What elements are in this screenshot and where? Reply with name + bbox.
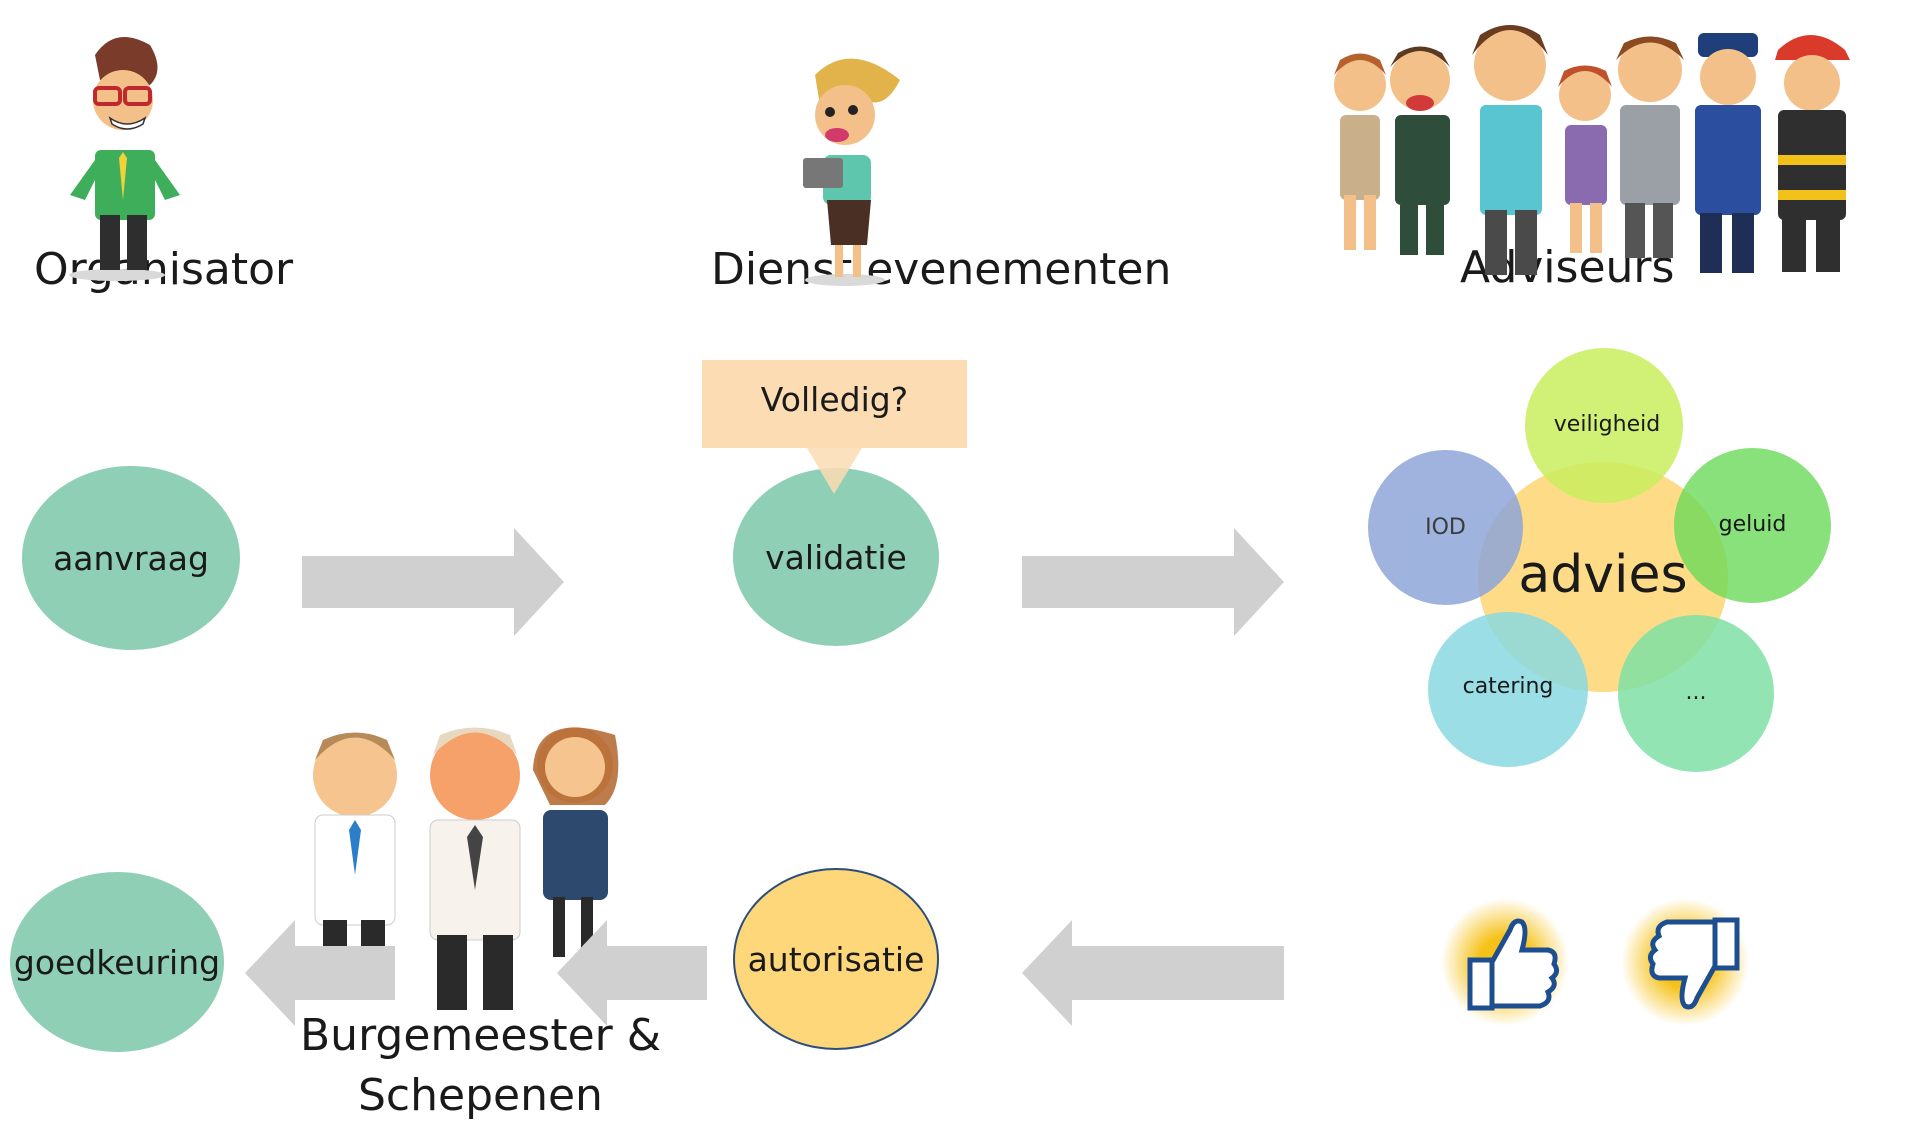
arrow-advies-autorisatie [1022,920,1284,1026]
arrow-autorisatie-burgemeester [557,920,707,1026]
advies-more-label: ... [1685,680,1707,705]
role-organisator-label: Organisator [34,244,294,295]
group-adviseurs-icon [1334,25,1850,275]
person-dienst-icon [803,58,900,286]
advies-veiligheid-circle [1525,348,1683,503]
advies-catering-label: catering [1462,674,1554,699]
step-aanvraag: aanvraag [22,466,240,650]
thumbs-down-icon [1621,898,1749,1026]
advies-veiligheid-label: veiligheid [1553,412,1661,437]
volledig-question: Volledig? [760,380,909,419]
step-goedkeuring: goedkeuring [10,872,224,1052]
arrow-validatie-advies [1022,528,1284,636]
step-validatie: validatie [733,468,939,646]
advies-geluid-label: geluid [1718,512,1787,537]
advies-center-label: advies [1518,545,1688,605]
step-autorisatie: autorisatie [733,868,939,1050]
role-dienst-label: Dienst evenementen [711,244,1172,295]
advies-catering-circle [1428,612,1588,767]
thumbs-up-icon [1441,898,1569,1026]
advies-geluid-circle [1674,448,1831,603]
person-organisator-icon [69,37,180,281]
advies-iod-circle: IOD [1368,450,1523,605]
arrow-aanvraag-validatie [302,528,564,636]
arrow-burgemeester-goedkeuring [245,920,395,1026]
volledig-callout [702,360,967,494]
advies-more-circle [1618,615,1774,772]
role-burgemeester-line2: Schepenen [358,1070,603,1121]
group-burgemeester-icon [313,727,619,1010]
